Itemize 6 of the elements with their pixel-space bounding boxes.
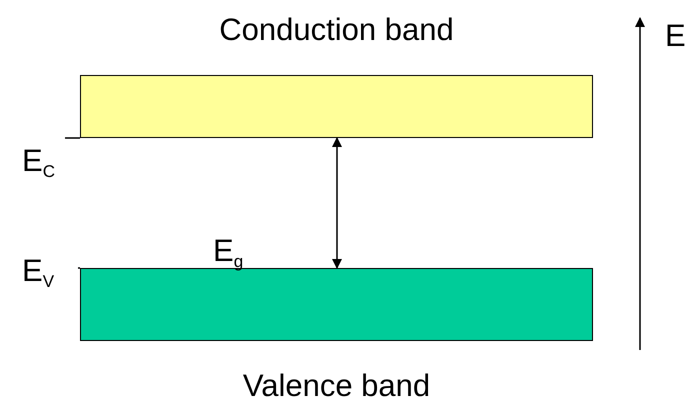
level-label: E$_{C}$: [22, 145, 55, 180]
axis-label: E: [665, 20, 686, 51]
double-arrow: [332, 137, 342, 269]
band-name: Valence band: [242, 368, 432, 404]
band-name: Conduction band: [218, 12, 455, 48]
level-label: E$_{V}$: [22, 255, 54, 290]
